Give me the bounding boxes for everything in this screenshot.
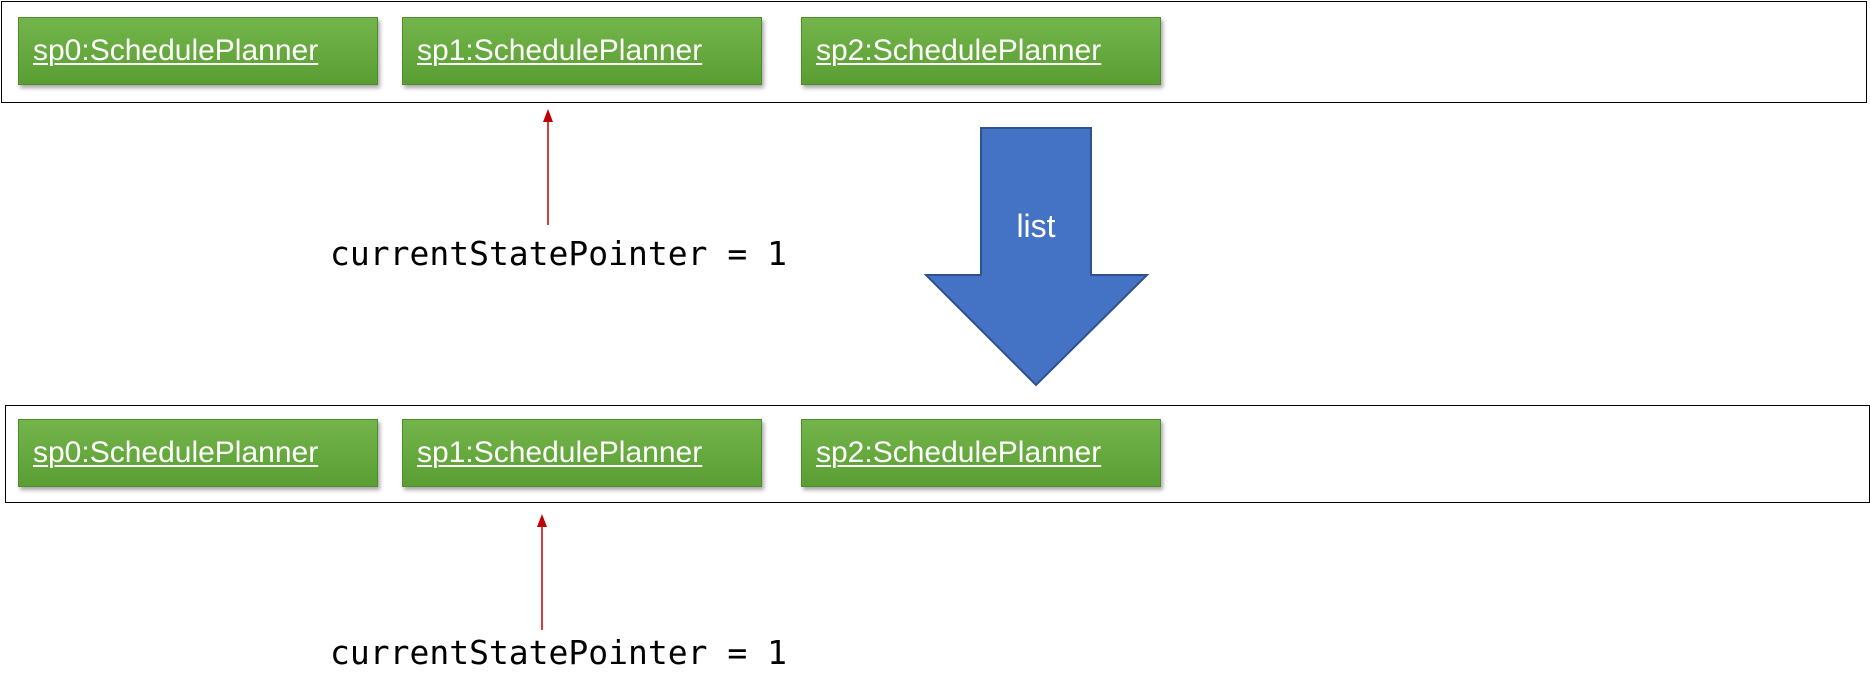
after-pointer-label: currentStatePointer = 1 xyxy=(330,633,787,672)
after-state-sp0: sp0:SchedulePlanner xyxy=(18,419,378,487)
before-state-sp1: sp1:SchedulePlanner xyxy=(402,17,762,85)
before-state-sp2: sp2:SchedulePlanner xyxy=(801,17,1161,85)
state-label: sp2:SchedulePlanner xyxy=(816,34,1102,67)
state-label: sp0:SchedulePlanner xyxy=(33,436,319,469)
before-pointer-label: currentStatePointer = 1 xyxy=(330,234,787,273)
state-label: sp1:SchedulePlanner xyxy=(417,34,703,67)
transition-label: list xyxy=(1016,208,1056,244)
before-state-sp0: sp0:SchedulePlanner xyxy=(18,17,378,85)
transition-arrow-icon xyxy=(923,127,1150,387)
state-label: sp1:SchedulePlanner xyxy=(417,436,703,469)
state-label: sp2:SchedulePlanner xyxy=(816,436,1102,469)
after-state-sp2: sp2:SchedulePlanner xyxy=(801,419,1161,487)
state-label: sp0:SchedulePlanner xyxy=(33,34,319,67)
after-state-sp1: sp1:SchedulePlanner xyxy=(402,419,762,487)
